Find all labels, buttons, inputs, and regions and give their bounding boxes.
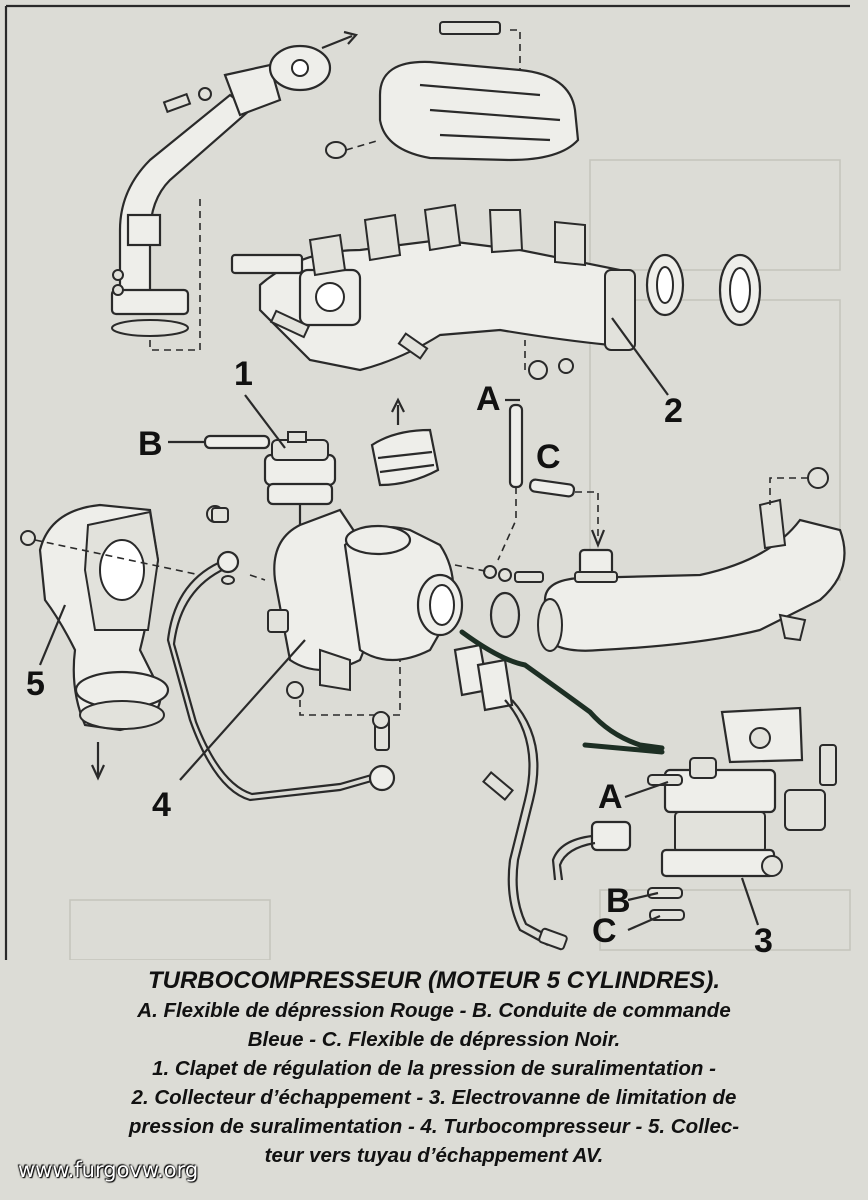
egr-pipe [110, 44, 332, 351]
leader-5 [38, 604, 67, 666]
callout-b-right: B [606, 882, 631, 920]
site-watermark: www.furgovw.org [18, 1158, 199, 1182]
caption-line: A. Flexible de dépression Rouge - B. Con… [137, 999, 731, 1022]
leader-4 [179, 639, 306, 781]
callout-b-top: B [138, 425, 163, 463]
callout-c-top: C [536, 438, 561, 476]
callout-3: 3 [754, 922, 773, 960]
hose-b-top [168, 434, 271, 450]
caption-line: 1. Clapet de régulation de la pression d… [152, 1057, 716, 1080]
caption-line: 2. Collecteur d’échappement - 3. Electro… [131, 1086, 737, 1109]
hose-c-top [528, 478, 606, 548]
leader-1 [244, 394, 286, 449]
intake-pipe [537, 467, 846, 652]
callout-2: 2 [664, 392, 683, 430]
figure-caption: TURBOCOMPRESSEUR (MOTEUR 5 CYLINDRES). A… [20, 966, 848, 1170]
arrow-egr-out-head [343, 30, 359, 45]
exploded-diagram [4, 4, 851, 960]
leader-b-right [627, 891, 659, 902]
marker-annotation [459, 629, 665, 755]
leader-2 [611, 317, 669, 396]
hose-a-top [497, 398, 524, 561]
caption-line: Bleue - C. Flexible de dépression Noir. [247, 1028, 621, 1051]
wastegate-actuator [263, 431, 337, 561]
callout-5: 5 [26, 665, 45, 703]
exhaust-elbow [20, 503, 201, 781]
turbocharger [206, 505, 464, 716]
oil-feed-line [166, 550, 396, 802]
small-fittings [211, 507, 544, 639]
boost-solenoid-valve [551, 706, 837, 921]
leader-a-right [624, 780, 669, 799]
callout-a-top: A [476, 380, 501, 418]
inlet-pipe-piece [370, 397, 440, 487]
callout-1: 1 [234, 355, 253, 393]
caption-line: teur vers tuyau d’échappement AV. [264, 1144, 604, 1167]
leader-3 [740, 877, 760, 926]
leader-c-right [627, 914, 661, 932]
callout-4: 4 [152, 786, 171, 824]
exhaust-manifold [230, 203, 762, 380]
heat-shield [325, 21, 580, 162]
oil-return-line [453, 643, 568, 951]
caption-title: TURBOCOMPRESSEUR (MOTEUR 5 CYLINDRES). [147, 967, 721, 994]
callout-c-right: C [592, 912, 617, 950]
callout-a-right: A [598, 778, 623, 816]
arrow-egr-out [321, 34, 353, 50]
caption-line: pression de suralimentation - 4. Turboco… [128, 1115, 740, 1138]
